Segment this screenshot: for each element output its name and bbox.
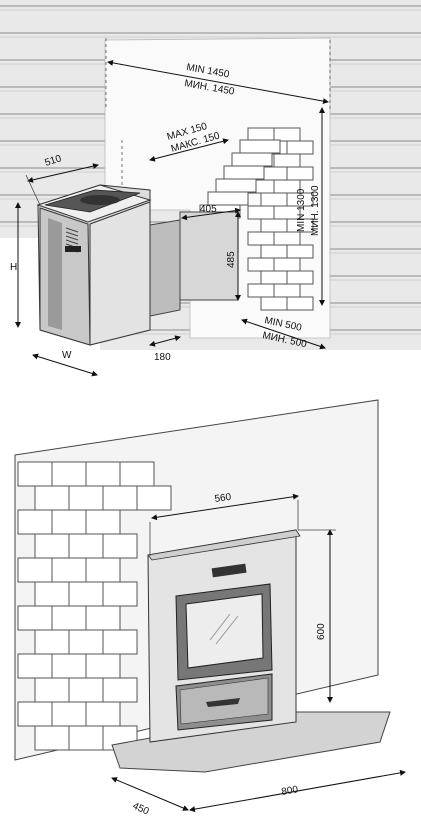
brick xyxy=(68,533,104,559)
brick xyxy=(260,296,288,311)
vent-slot xyxy=(65,227,79,233)
brick xyxy=(102,629,138,655)
brick xyxy=(102,677,138,703)
brick xyxy=(34,485,70,511)
brick xyxy=(273,153,301,168)
brick xyxy=(247,205,275,220)
dim-label-510: 510 xyxy=(44,153,64,169)
brick xyxy=(273,231,301,246)
top-diagram: 510 MAX 150 МАКС. 150 MIN 1450 МИН. 1450… xyxy=(0,0,421,380)
brick xyxy=(85,653,121,679)
brick-wall-bottom xyxy=(17,461,172,751)
dim-label-h: H xyxy=(10,262,17,273)
brand-plate-bottom xyxy=(211,563,247,578)
dim-label-1300-ru: МИН. 1300 xyxy=(310,185,321,236)
brick xyxy=(51,653,87,679)
dim-line-510 xyxy=(27,163,99,183)
brick xyxy=(260,270,288,285)
brick xyxy=(247,257,275,272)
dim-line-w xyxy=(32,353,98,377)
brick xyxy=(273,127,301,142)
brick xyxy=(85,509,121,535)
dim-label-485: 485 xyxy=(226,251,237,268)
brick xyxy=(85,461,121,487)
brick xyxy=(231,152,273,167)
dim-line-405 xyxy=(181,207,241,221)
fireplace-frame xyxy=(147,529,301,743)
brick xyxy=(85,557,121,583)
brick xyxy=(247,231,275,246)
door-glass xyxy=(185,593,264,669)
brick xyxy=(51,461,87,487)
brick xyxy=(286,244,314,259)
brick xyxy=(51,605,87,631)
brick xyxy=(51,701,87,727)
brick xyxy=(34,533,70,559)
brick xyxy=(17,605,53,631)
dim-label-600: 600 xyxy=(316,623,327,640)
brick xyxy=(34,677,70,703)
brick xyxy=(85,605,121,631)
brick xyxy=(286,296,314,311)
vent-slot xyxy=(65,231,79,237)
brick xyxy=(223,165,265,180)
brick xyxy=(85,701,121,727)
dim-label-180: 180 xyxy=(154,352,171,363)
brick xyxy=(273,257,301,272)
dim-label-1300-en: MIN 1300 xyxy=(296,188,307,232)
dim-line-800 xyxy=(189,769,406,813)
brick xyxy=(68,485,104,511)
brand-plate xyxy=(65,246,81,252)
brick xyxy=(260,192,288,207)
dim-line-450 xyxy=(111,777,189,811)
dim-label-800: 800 xyxy=(281,784,300,798)
dim-label-w: W xyxy=(62,350,72,361)
brick xyxy=(51,509,87,535)
brick xyxy=(136,485,172,511)
dim-label-405: 405 xyxy=(200,204,217,215)
dim-line-1450 xyxy=(107,59,329,105)
brick xyxy=(68,725,104,751)
brick xyxy=(239,139,281,154)
dim-line-560 xyxy=(151,493,299,521)
brick xyxy=(260,166,288,181)
brick xyxy=(286,166,314,181)
vent-slot xyxy=(65,235,79,241)
dim-line-500 xyxy=(241,318,326,350)
brick xyxy=(247,283,275,298)
dim-label-560: 560 xyxy=(214,492,232,505)
dim-line-180 xyxy=(149,335,181,347)
vent-slot xyxy=(65,239,79,245)
brick xyxy=(102,485,138,511)
drawer-handle xyxy=(206,698,240,707)
brick xyxy=(102,581,138,607)
brick xyxy=(119,461,155,487)
dim-line-max150 xyxy=(149,138,229,162)
brick xyxy=(273,283,301,298)
brick xyxy=(17,509,53,535)
brick xyxy=(247,127,275,142)
dim-label-450: 450 xyxy=(131,801,151,818)
brick xyxy=(260,244,288,259)
brick xyxy=(68,677,104,703)
brick xyxy=(17,653,53,679)
brick xyxy=(286,140,314,155)
brick xyxy=(215,178,257,193)
brick xyxy=(34,725,70,751)
brick xyxy=(68,581,104,607)
brick xyxy=(68,629,104,655)
brick xyxy=(34,581,70,607)
brick xyxy=(17,701,53,727)
brick xyxy=(51,557,87,583)
brick xyxy=(17,557,53,583)
brick xyxy=(286,270,314,285)
brick xyxy=(34,629,70,655)
brick xyxy=(17,461,53,487)
brick xyxy=(102,533,138,559)
bottom-diagram: 560 600 450 800 xyxy=(14,399,406,818)
sauna-heater xyxy=(36,184,152,346)
brick xyxy=(260,218,288,233)
